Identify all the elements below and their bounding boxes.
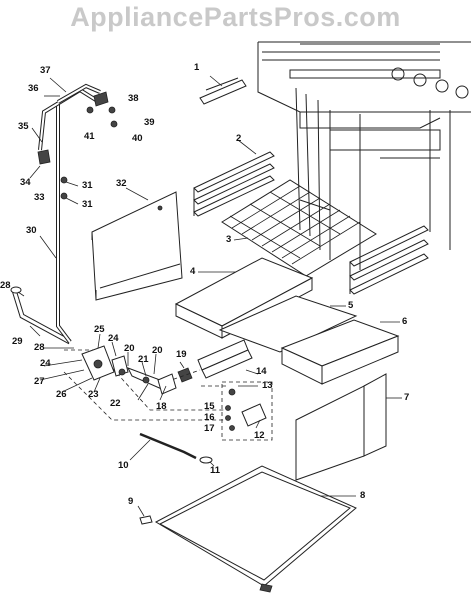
callout-31a: 31 [82,180,93,191]
callout-1: 1 [194,62,200,73]
part-38-fitting [93,91,109,107]
callout-12: 12 [254,430,265,441]
part-14-burner-tube [197,339,253,379]
part-11-ring [199,456,213,464]
callout-19: 19 [176,349,187,360]
callout-36: 36 [28,83,39,94]
ignitor-cluster [221,381,273,441]
callout-31b: 31 [82,199,93,210]
callout-32: 32 [116,178,127,189]
part-32-heat-shield [91,191,183,301]
callout-30: 30 [26,225,37,236]
callout-13: 13 [262,380,273,391]
callout-39: 39 [144,117,155,128]
callout-10: 10 [118,460,129,471]
callout-15: 15 [204,401,215,412]
part-1-bracket [199,77,247,105]
part-5-broiler-grid [218,295,358,353]
callout-8: 8 [360,490,366,501]
callout-14: 14 [256,366,267,377]
callout-23: 23 [88,389,99,400]
part-7-front-panel [295,373,387,481]
callout-28b: 28 [34,342,45,353]
range-body [257,41,471,270]
callout-27: 27 [34,376,45,387]
callout-24a: 24 [108,333,119,344]
callout-4: 4 [190,266,196,277]
part-9-clip [139,515,153,525]
part-40-fitting [110,120,118,128]
callout-40: 40 [132,133,143,144]
callout-6: 6 [402,316,408,327]
callout-20b: 20 [152,345,163,356]
part-29-pipe [10,286,72,345]
callout-7: 7 [404,392,410,403]
callout-22: 22 [110,398,121,409]
callout-35: 35 [18,121,29,132]
callout-9: 9 [128,496,134,507]
part-19-fitting [177,367,193,383]
callout-24b: 24 [40,358,51,369]
callout-20a: 20 [124,343,135,354]
part-34-fitting [37,149,51,165]
part-39-fitting [108,106,116,114]
callout-17: 17 [204,423,215,434]
part-3-oven-rack [221,179,377,277]
callout-16: 16 [204,412,215,423]
callout-3: 3 [226,234,232,245]
part-10-gas-tube [139,432,197,460]
part-2-rack-guide [193,151,275,217]
part-31-fitting [60,176,68,184]
callout-37: 37 [40,65,51,76]
part-30-long-tube [56,102,72,344]
callout-38: 38 [128,93,139,104]
callout-21: 21 [138,354,149,365]
callout-5: 5 [348,300,354,311]
part-6-drawer-cover [280,319,400,385]
leader-lines [17,77,167,401]
gas-valve-assembly [81,345,177,395]
part-12-bracket [241,403,267,427]
callout-18: 18 [156,401,167,412]
callout-41: 41 [84,131,95,142]
callout-26: 26 [56,389,67,400]
callout-2: 2 [236,133,242,144]
watermark: AppliancePartsPros.com [70,2,401,32]
callout-29: 29 [12,336,23,347]
callout-11: 11 [210,465,221,476]
part-8-bottom-tray [154,465,357,593]
callout-33: 33 [34,192,45,203]
callout-25: 25 [94,324,105,335]
part-2-rack-guide-right [349,225,429,295]
callout-34: 34 [20,177,31,188]
callout-28a: 28 [0,280,11,291]
part-41-fitting [86,106,94,114]
